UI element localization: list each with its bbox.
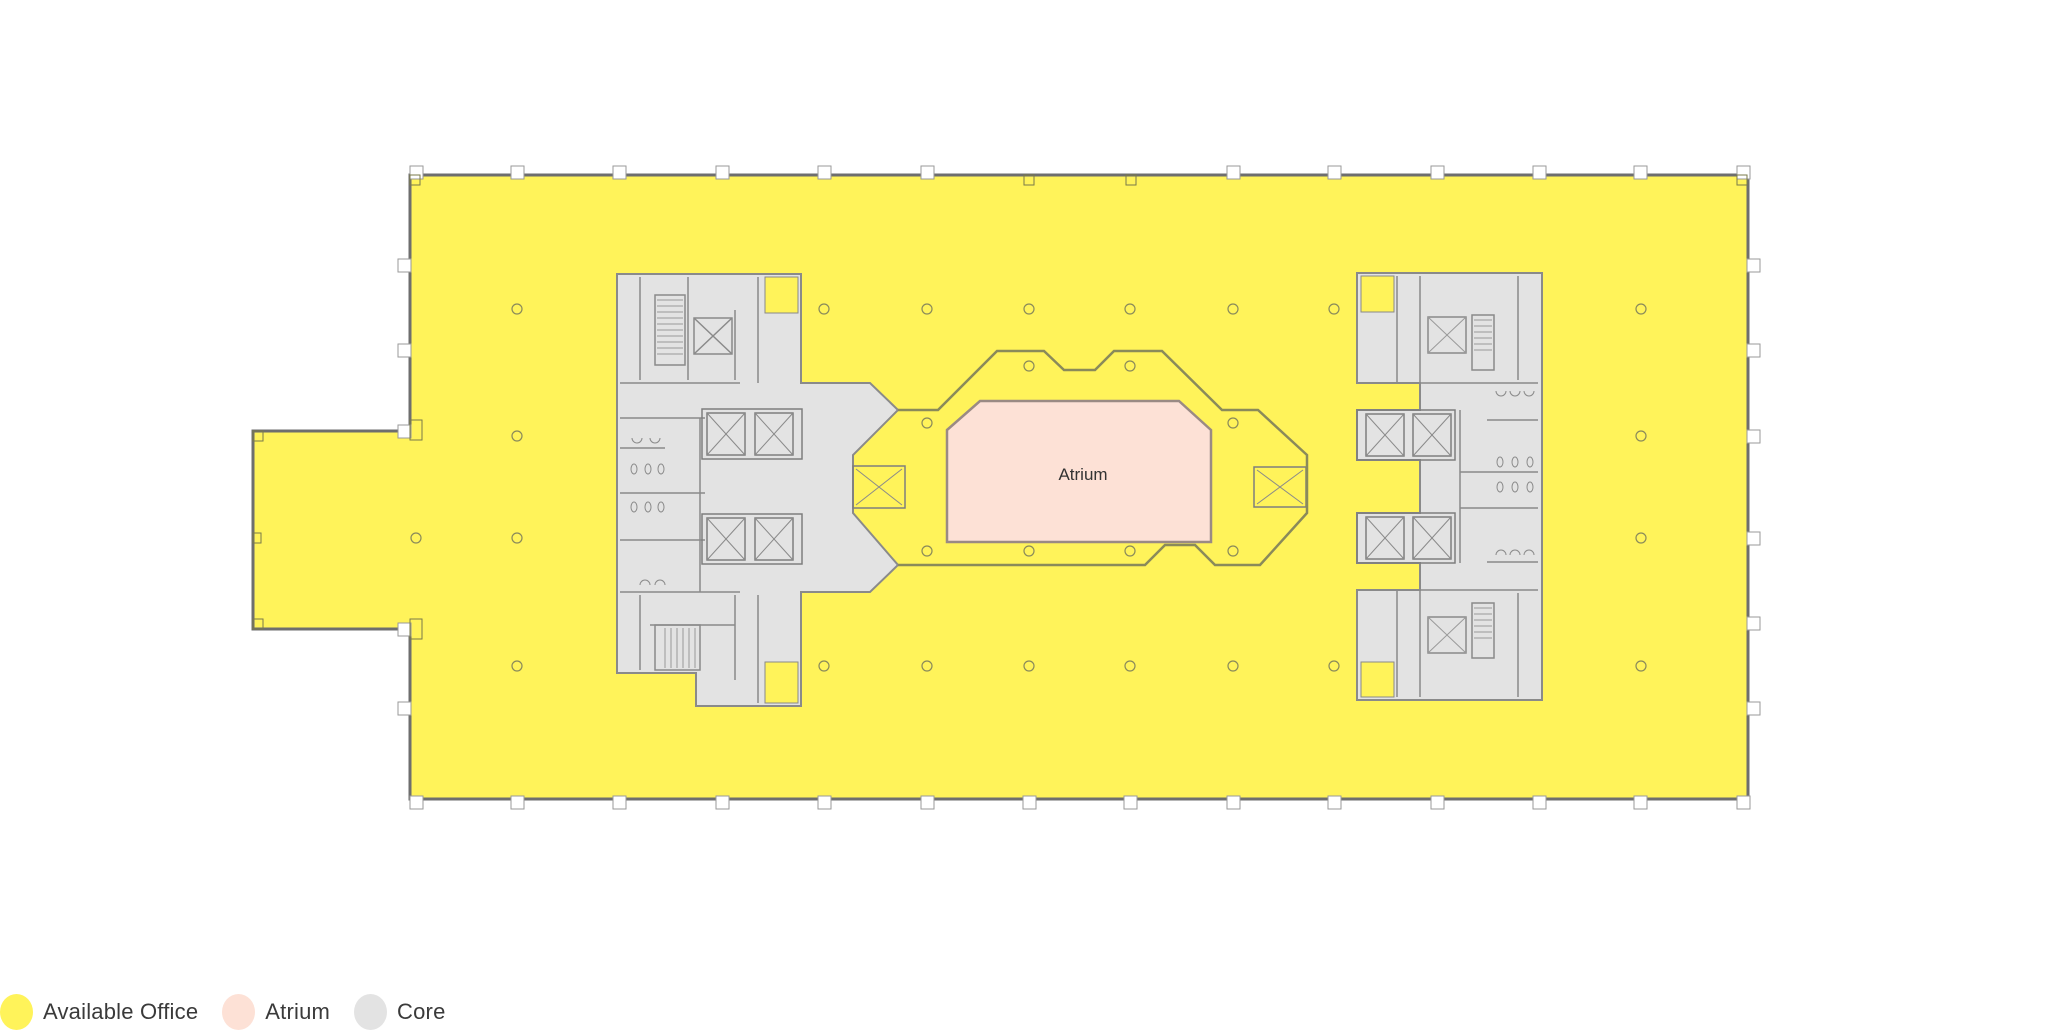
- atrium-swatch-icon: [222, 994, 256, 1030]
- atrium-label: Atrium: [1058, 465, 1107, 484]
- legend-label: Core: [397, 999, 446, 1024]
- legend-item-core: Core: [354, 994, 446, 1030]
- atrium-void: Atrium: [945, 399, 1213, 544]
- available-office-swatch-icon: [0, 994, 33, 1030]
- legend-label: Available Office: [43, 999, 199, 1024]
- legend-item-available-office: Available Office: [0, 994, 198, 1030]
- left-core: [616, 273, 906, 707]
- legend-item-atrium: Atrium: [222, 994, 330, 1030]
- perimeter-column-infill: [252, 174, 1748, 640]
- interior-columns: [410, 303, 1647, 672]
- perimeter-columns: [397, 165, 1761, 810]
- core-swatch-icon: [354, 994, 388, 1030]
- legend-label: Atrium: [265, 999, 331, 1024]
- right-core: [1253, 272, 1543, 701]
- atrium-gallery: [898, 349, 1309, 567]
- legend: Available Office Atrium Core: [0, 994, 470, 1030]
